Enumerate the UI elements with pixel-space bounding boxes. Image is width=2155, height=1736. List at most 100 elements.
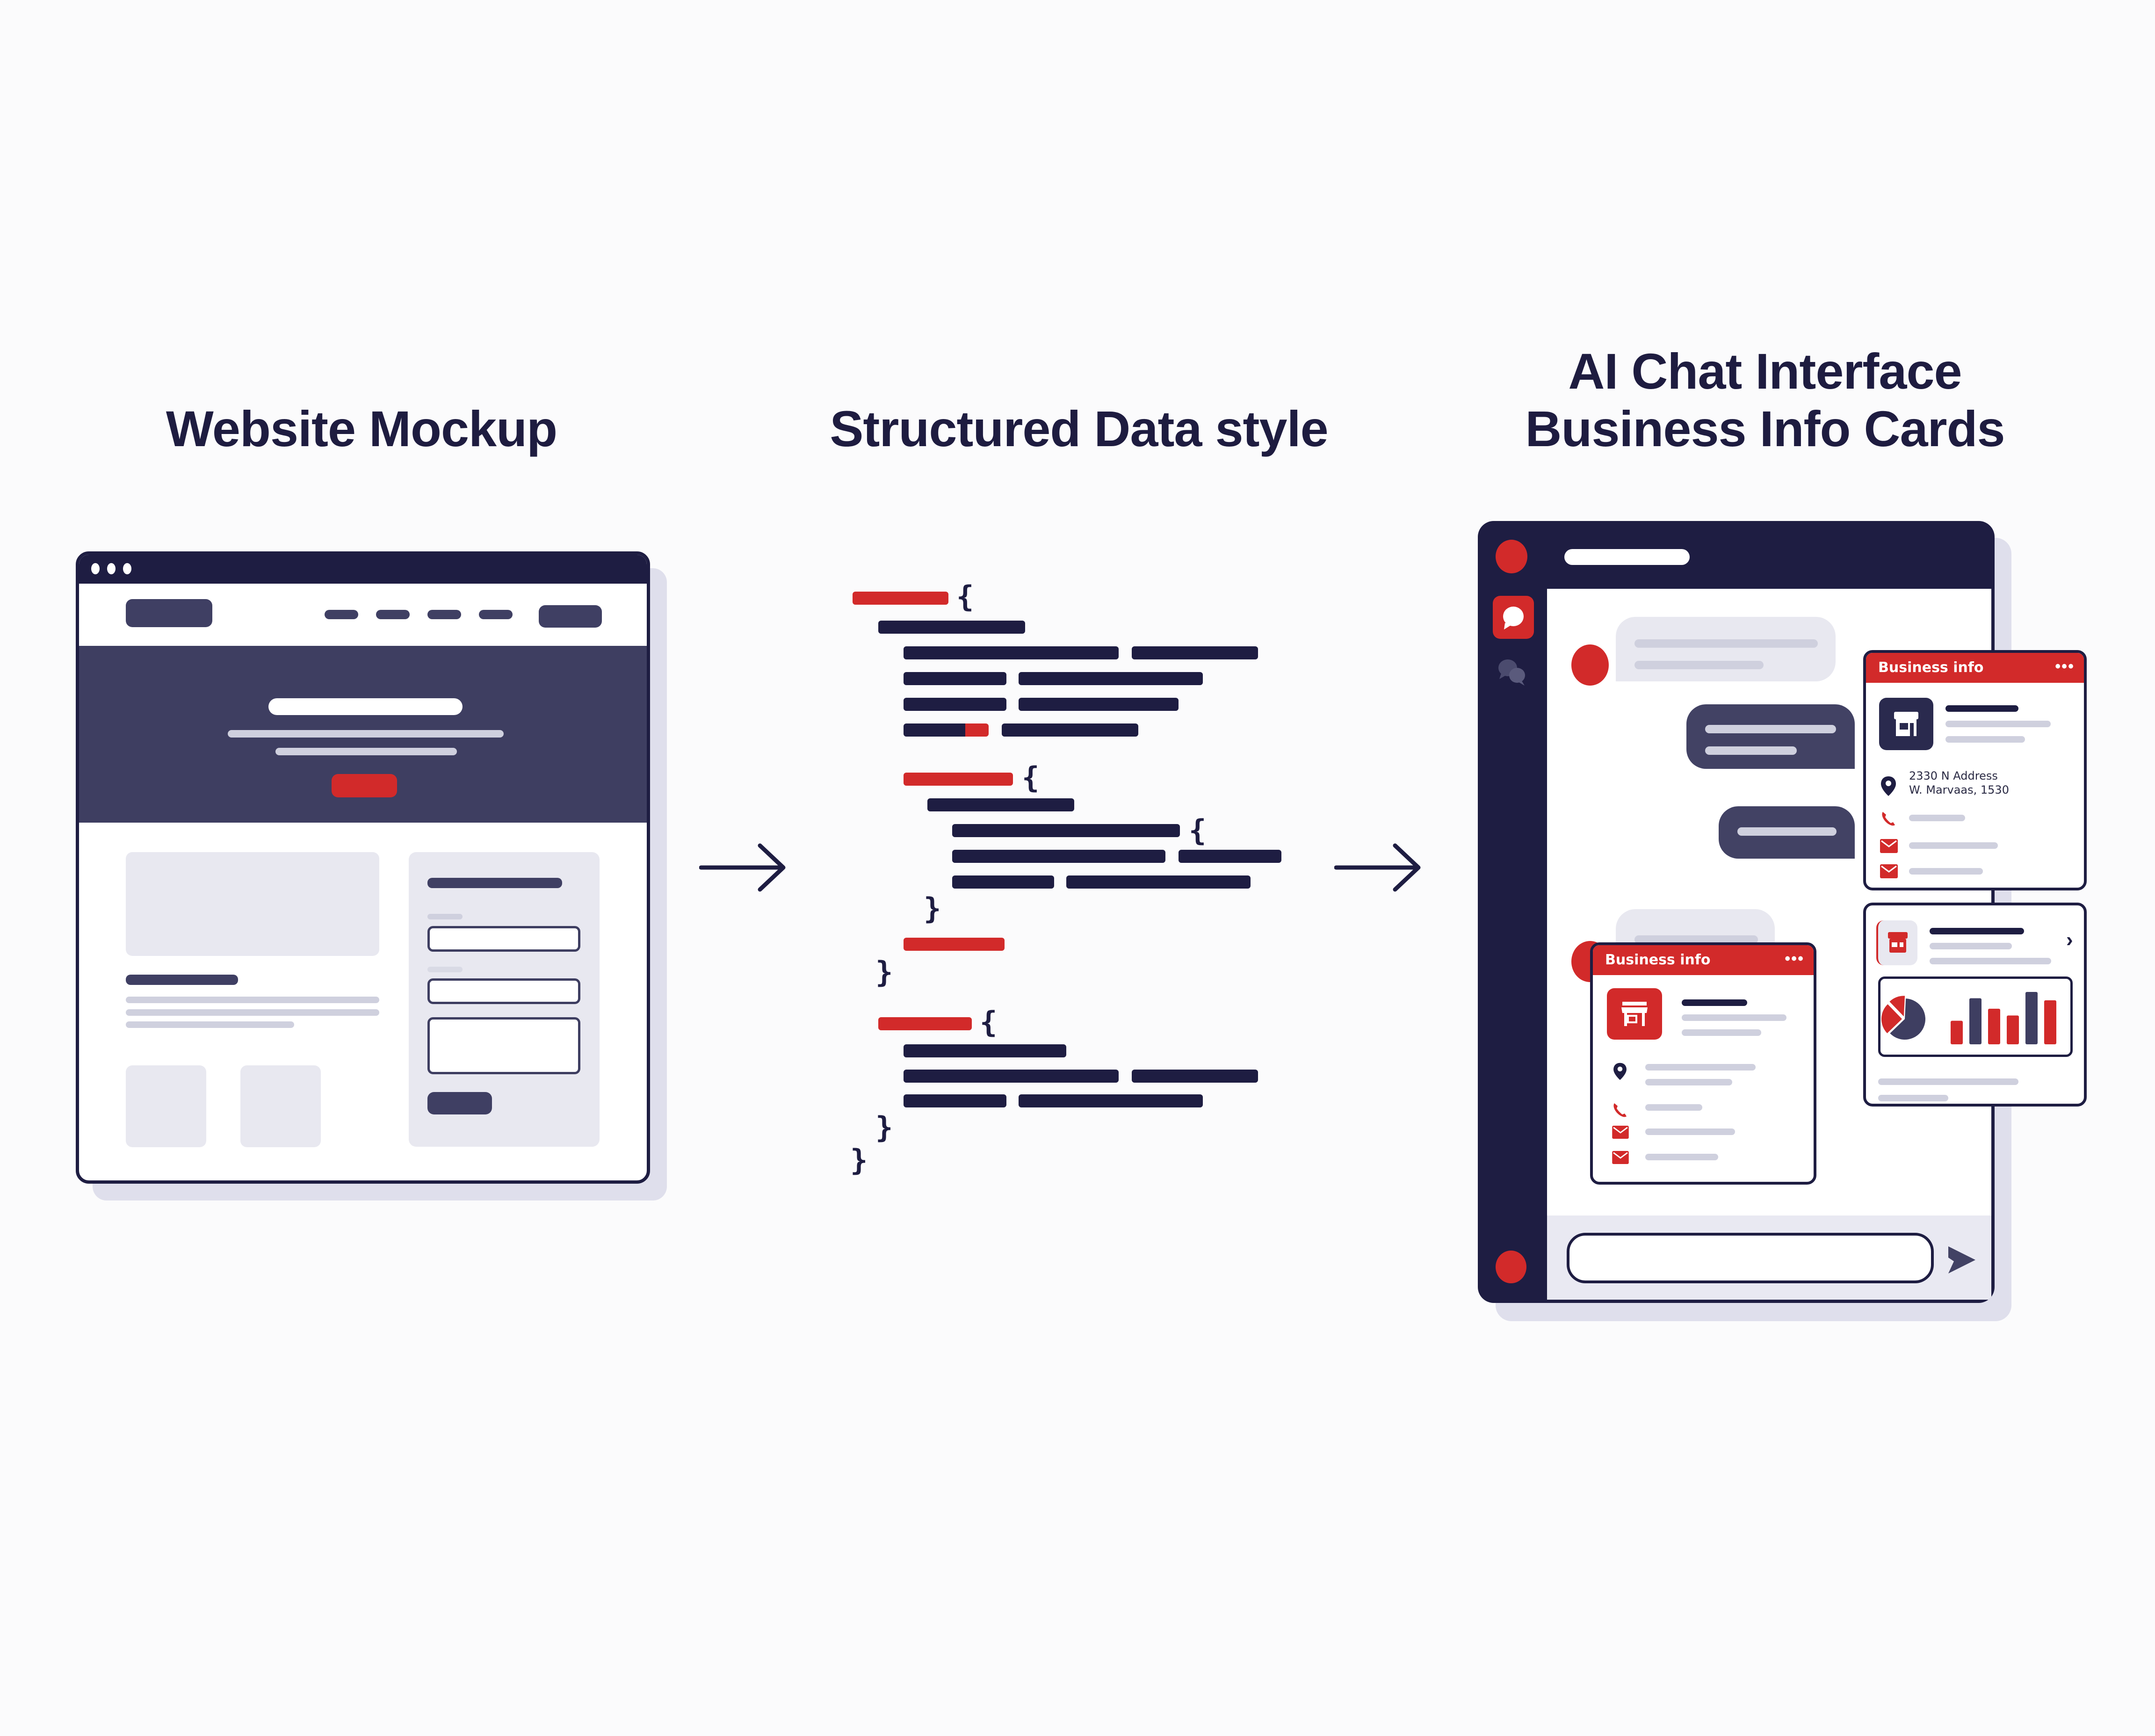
business-name-line xyxy=(1930,928,2024,934)
code-line xyxy=(1132,1070,1258,1083)
title-structured-data: Structured Data style xyxy=(830,400,1328,457)
nav-link[interactable] xyxy=(479,610,513,619)
form-input-field[interactable] xyxy=(427,926,580,952)
card-header: Business info ••• xyxy=(1866,653,2084,683)
content-text-line xyxy=(126,1021,294,1028)
code-line xyxy=(927,798,1074,811)
store-icon xyxy=(1607,988,1662,1040)
business-analytics-card[interactable]: › xyxy=(1863,903,2087,1107)
code-brace: } xyxy=(924,891,941,926)
content-thumbnail xyxy=(240,1065,321,1147)
site-logo[interactable] xyxy=(126,599,212,627)
nav-link[interactable] xyxy=(325,610,358,619)
nav-link[interactable] xyxy=(376,610,410,619)
more-options-icon[interactable]: ••• xyxy=(1785,950,1804,968)
mail-icon[interactable] xyxy=(1880,839,1898,853)
hero-subtext xyxy=(275,748,457,755)
business-text-line xyxy=(1945,721,2051,727)
address-line-2: W. Marvaas, 1530 xyxy=(1909,783,2009,796)
form-label xyxy=(427,967,463,972)
email-text-line xyxy=(1645,1128,1735,1135)
mail-icon[interactable] xyxy=(1612,1126,1629,1139)
code-key xyxy=(904,938,1005,951)
arrow-right-icon xyxy=(1334,843,1421,892)
code-line xyxy=(904,1044,1066,1057)
business-text-line xyxy=(1682,1029,1761,1036)
email-text-line xyxy=(1909,868,1983,875)
email-text-line xyxy=(1909,842,1998,849)
business-text-line xyxy=(1930,958,2051,964)
code-line xyxy=(1066,875,1251,889)
business-text-line xyxy=(1945,736,2025,743)
title-chat-line1: AI Chat Interface xyxy=(1568,343,1962,399)
avatar-dot-icon[interactable] xyxy=(1496,540,1527,573)
window-dot-icon[interactable] xyxy=(107,563,116,574)
card-title: Business info xyxy=(1605,952,1711,968)
code-brace: { xyxy=(980,1005,998,1039)
card-footer-line xyxy=(1878,1095,1948,1101)
pie-slice xyxy=(1889,996,1905,1017)
store-icon xyxy=(1876,920,1917,965)
address-line-1: 2330 N Address xyxy=(1909,769,1998,782)
business-info-card[interactable]: Business info ••• 2330 N Address W. Marv… xyxy=(1863,650,2087,890)
nav-link[interactable] xyxy=(427,610,461,619)
chat-title-bar xyxy=(1564,549,1690,565)
code-line xyxy=(904,698,1006,711)
code-line xyxy=(1132,646,1258,659)
code-key xyxy=(904,773,1013,786)
code-line xyxy=(878,621,1025,634)
code-key xyxy=(853,592,948,605)
card-header: Business info ••• xyxy=(1593,945,1814,975)
content-text-line xyxy=(126,1009,379,1016)
store-icon xyxy=(1879,698,1933,750)
email-text-line xyxy=(1645,1154,1718,1160)
mini-chart-panel xyxy=(1878,976,2073,1057)
card-title: Business info xyxy=(1878,659,1984,676)
address-text-line xyxy=(1645,1079,1732,1085)
hero-cta-button[interactable] xyxy=(332,774,397,797)
send-icon[interactable] xyxy=(1945,1244,1978,1276)
chevron-right-icon[interactable]: › xyxy=(2066,928,2073,951)
hero-section xyxy=(79,646,647,823)
code-line xyxy=(904,646,1119,659)
code-line xyxy=(1019,672,1203,685)
business-name-line xyxy=(1682,999,1747,1006)
content-heading xyxy=(126,975,238,985)
pie-slice xyxy=(1890,998,1925,1040)
window-dot-icon[interactable] xyxy=(91,563,100,574)
code-line xyxy=(1019,1094,1203,1107)
phone-icon[interactable] xyxy=(1612,1101,1628,1119)
address-text-line xyxy=(1645,1064,1756,1071)
code-brace: } xyxy=(850,1143,868,1177)
code-line xyxy=(1002,723,1138,737)
card-footer-line xyxy=(1878,1078,2018,1085)
chat-message-input[interactable] xyxy=(1567,1233,1934,1283)
chart-bar xyxy=(2044,1000,2056,1044)
conversations-icon[interactable] xyxy=(1496,657,1529,687)
code-brace: { xyxy=(1022,760,1040,795)
form-title xyxy=(427,878,562,888)
code-line xyxy=(1019,698,1179,711)
code-line xyxy=(952,850,1165,863)
code-line xyxy=(952,824,1180,837)
form-submit-button[interactable] xyxy=(427,1092,492,1114)
window-dot-icon[interactable] xyxy=(123,563,131,574)
code-highlight xyxy=(965,723,989,737)
business-info-card[interactable]: Business info ••• xyxy=(1590,942,1816,1185)
assistant-avatar xyxy=(1571,644,1609,686)
mail-icon[interactable] xyxy=(1612,1151,1629,1164)
chat-bubble-icon[interactable] xyxy=(1493,596,1534,639)
code-line xyxy=(952,875,1054,889)
nav-cta-button[interactable] xyxy=(539,605,602,628)
content-image-placeholder xyxy=(126,852,379,956)
pie-slice xyxy=(1881,1004,1902,1034)
profile-dot-icon[interactable] xyxy=(1496,1251,1526,1283)
form-input-field[interactable] xyxy=(427,978,580,1004)
phone-icon[interactable] xyxy=(1880,810,1897,828)
message-text-line xyxy=(1737,827,1837,836)
form-textarea[interactable] xyxy=(427,1017,580,1074)
message-text-line xyxy=(1634,639,1818,648)
mail-icon[interactable] xyxy=(1880,864,1898,878)
more-options-icon[interactable]: ••• xyxy=(2055,658,2075,675)
message-bubble-outgoing xyxy=(1686,704,1855,769)
